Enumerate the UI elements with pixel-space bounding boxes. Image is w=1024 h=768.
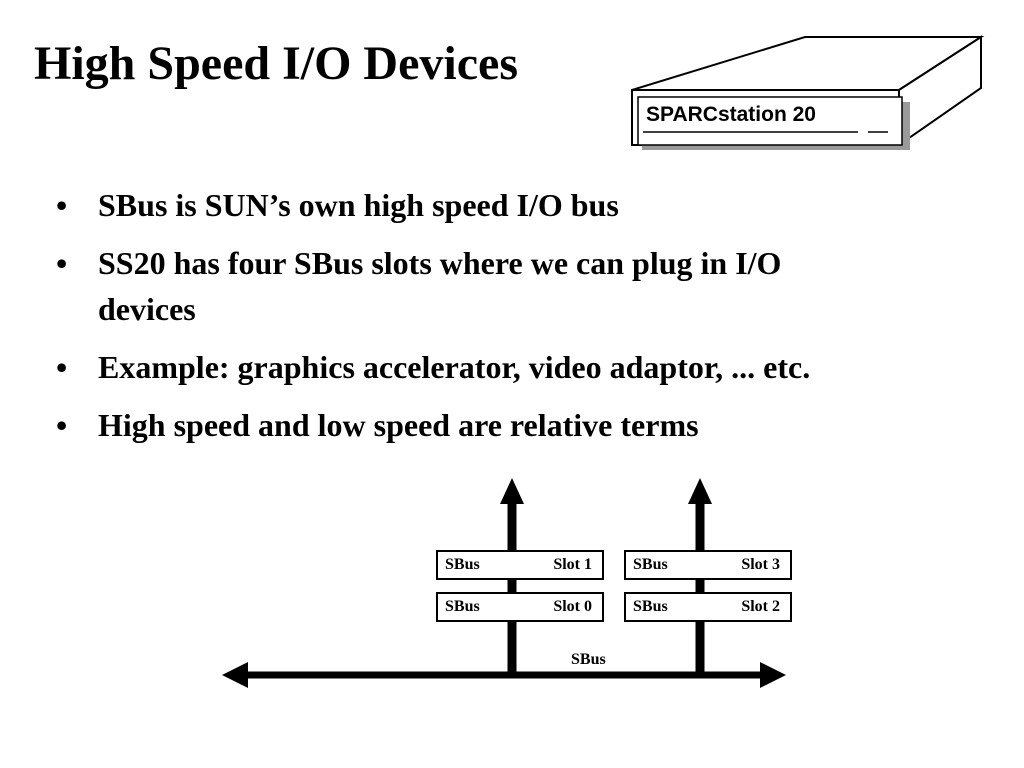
bullet-marker: • — [56, 187, 68, 223]
slot-number: Slot 3 — [741, 556, 780, 573]
bullet-text: High speed and low speed are relative te… — [98, 407, 699, 443]
slot-number: Slot 2 — [741, 598, 780, 615]
sbus-slot-1: SBus Slot 1 — [436, 550, 604, 580]
slot-bus-label: SBus — [445, 598, 480, 615]
slot-number: Slot 0 — [553, 598, 592, 615]
bullet-item: • SBus is SUN’s own high speed I/O bus — [56, 182, 856, 228]
sbus-slot-3: SBus Slot 3 — [624, 550, 792, 580]
bus-right-arrowhead-icon — [760, 662, 786, 688]
bullet-marker: • — [56, 349, 68, 385]
left-up-arrowhead-icon — [500, 478, 524, 504]
bullet-text: Example: graphics accelerator, video ada… — [98, 349, 811, 385]
bus-left-arrowhead-icon — [222, 662, 248, 688]
sbus-slot-2: SBus Slot 2 — [624, 592, 792, 622]
bullet-item: • High speed and low speed are relative … — [56, 402, 856, 448]
sbus-bus-label: SBus — [571, 651, 606, 668]
slot-number: Slot 1 — [553, 556, 592, 573]
bullet-text: SBus is SUN’s own high speed I/O bus — [98, 187, 619, 223]
bullet-item: • SS20 has four SBus slots where we can … — [56, 240, 856, 332]
bullet-text: SS20 has four SBus slots where we can pl… — [98, 245, 782, 327]
bullet-item: • Example: graphics accelerator, video a… — [56, 344, 856, 390]
slide-title: High Speed I/O Devices — [34, 37, 519, 90]
right-up-arrowhead-icon — [688, 478, 712, 504]
slot-bus-label: SBus — [445, 556, 480, 573]
bullet-marker: • — [56, 407, 68, 443]
slot-bus-label: SBus — [633, 556, 668, 573]
bullet-marker: • — [56, 245, 68, 281]
slot-bus-label: SBus — [633, 598, 668, 615]
sbus-slot-0: SBus Slot 0 — [436, 592, 604, 622]
bullet-list: • SBus is SUN’s own high speed I/O bus •… — [56, 182, 856, 460]
